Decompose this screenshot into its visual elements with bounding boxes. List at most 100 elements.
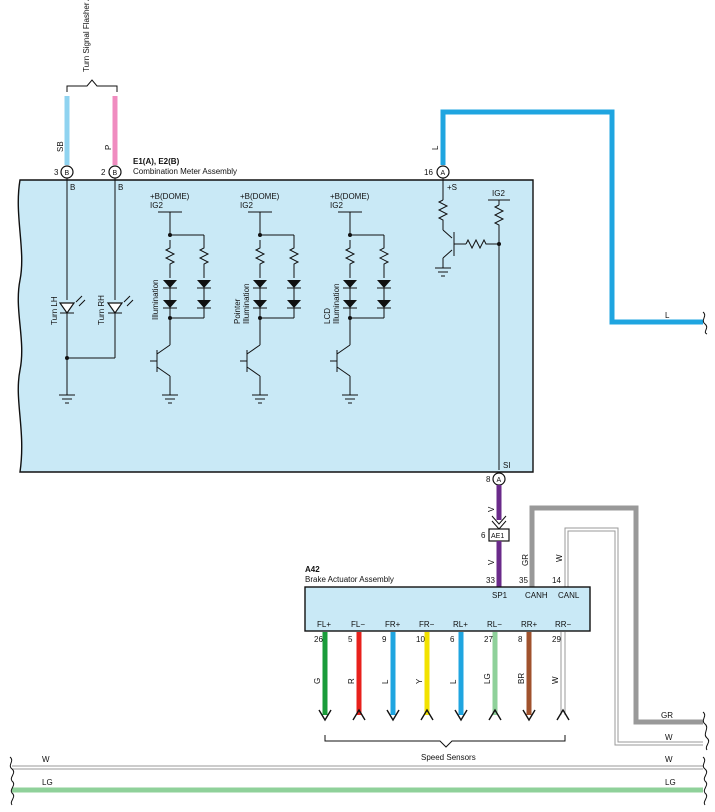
- p-conn-letter: B: [113, 170, 118, 177]
- turn-lamp-circuit: [58, 178, 134, 404]
- meter-connector-ids: E1(A), E2(B): [133, 157, 180, 166]
- turn-lh-label: Turn LH: [50, 296, 59, 325]
- sensor-arrow-down-0: [318, 709, 332, 722]
- actuator-pin-6: 8: [518, 635, 523, 644]
- v-lower-label: V: [487, 559, 496, 565]
- actuator-pin-2: 9: [382, 635, 387, 644]
- flasher-bracket: [66, 79, 118, 92]
- brake-actuator-box: [304, 586, 591, 632]
- sensor-arrow-down-6: [522, 709, 536, 722]
- speed-output-circuit: [435, 178, 510, 470]
- bottom-right-wire-break: [702, 756, 708, 806]
- actuator-pin-5: 27: [484, 635, 493, 644]
- l-wire-top-label: L: [431, 145, 440, 150]
- gr-wire: [529, 505, 703, 725]
- speed-sensors-label: Speed Sensors: [421, 753, 476, 762]
- actuator-top-term-0: SP1: [492, 591, 508, 600]
- p-wire-label: P: [104, 145, 113, 150]
- actuator-top-pin-1: 35: [519, 576, 528, 585]
- actuator-term-4: RL+: [453, 620, 468, 629]
- sensor-wire-label-7: W: [551, 676, 560, 684]
- group1-label1: Illumination: [151, 280, 160, 320]
- group3-label2: Illumination: [332, 284, 341, 324]
- group1-supply2: IG2: [150, 201, 163, 210]
- w-wire-outline-inner: [567, 530, 703, 746]
- si-terminal: SI: [503, 461, 511, 470]
- group3-supply1: +B(DOME): [330, 192, 370, 201]
- bottom-lg-left-label: LG: [42, 778, 53, 787]
- sensor-arrow-up-3: [420, 708, 434, 721]
- actuator-top-term-2: CANL: [558, 591, 580, 600]
- p-pin-number: 2: [101, 168, 106, 177]
- actuator-bottom-terminals: FL+26GFL−5RFR+9LFR−10YRL+6LRL−27LGRR+8BR…: [313, 620, 572, 722]
- sb-conn-letter: B: [65, 170, 70, 177]
- si-pin-number: 8: [486, 475, 491, 484]
- actuator-pin-0: 26: [314, 635, 323, 644]
- actuator-term-1: FL−: [351, 620, 365, 629]
- l-pin-number: 16: [424, 168, 433, 177]
- l-wire-right-label: L: [665, 311, 670, 320]
- sensor-wire-label-0: G: [313, 678, 322, 684]
- sb-wire-label: SB: [56, 141, 65, 152]
- sensor-arrow-up-5: [488, 708, 502, 721]
- sensor-arrow-up-1: [352, 708, 366, 721]
- actuator-term-3: FR−: [419, 620, 435, 629]
- l-wire-break: [702, 311, 708, 335]
- sensor-wire-label-5: LG: [483, 673, 492, 684]
- right-wire-break: [702, 711, 710, 751]
- bottom-w-right-label: W: [665, 755, 673, 764]
- meter-name: Combination Meter Assembly: [133, 167, 237, 176]
- sensor-wire-label-4: L: [449, 679, 458, 684]
- bottom-w-left-label: W: [42, 755, 50, 764]
- actuator-pin-3: 10: [416, 635, 425, 644]
- actuator-term-7: RR−: [555, 620, 572, 629]
- illumination-group-1: [150, 211, 211, 404]
- gr-right-label: GR: [661, 711, 673, 720]
- l-terminal: +S: [447, 183, 457, 192]
- w-right-label: W: [665, 733, 673, 742]
- junction-pin: 6: [481, 531, 486, 540]
- turn-rh-label: Turn RH: [97, 295, 106, 325]
- w-top-label: W: [555, 554, 564, 562]
- illumination-group-3: [330, 211, 391, 404]
- actuator-name: Brake Actuator Assembly: [305, 575, 394, 584]
- sensor-arrow-down-4: [454, 709, 468, 722]
- sb-pin-number: 3: [54, 168, 59, 177]
- illumination-group-2: [240, 211, 301, 404]
- actuator-pin-4: 6: [450, 635, 455, 644]
- sensor-wire-label-3: Y: [415, 678, 424, 684]
- sensor-wire-label-1: R: [347, 678, 356, 684]
- p-terminal: B: [118, 183, 123, 192]
- group2-supply1: +B(DOME): [240, 192, 280, 201]
- sb-terminal: B: [70, 183, 75, 192]
- actuator-pin-7: 29: [552, 635, 561, 644]
- group2-supply2: IG2: [240, 201, 253, 210]
- group1-supply1: +B(DOME): [150, 192, 190, 201]
- actuator-term-0: FL+: [317, 620, 331, 629]
- si-conn-letter: A: [497, 477, 502, 484]
- v-upper-label: V: [487, 506, 496, 512]
- actuator-term-5: RL−: [487, 620, 502, 629]
- group2-label2: Illumination: [242, 284, 251, 324]
- l-conn-letter: A: [441, 170, 446, 177]
- group2-label1: Pointer: [233, 298, 242, 324]
- flasher-label: Turn Signal Flasher Assembly: [82, 0, 91, 72]
- sensor-wire-label-2: L: [381, 679, 390, 684]
- actuator-term-6: RR+: [521, 620, 538, 629]
- combination-meter-panel: [17, 179, 534, 473]
- ig2-label: IG2: [492, 189, 505, 198]
- actuator-pin-1: 5: [348, 635, 353, 644]
- bottom-lg-right-label: LG: [665, 778, 676, 787]
- actuator-top-term-1: CANH: [525, 591, 548, 600]
- left-wire-break: [9, 756, 15, 806]
- group3-label1: LCD: [323, 308, 332, 324]
- speed-sensors-bracket: [324, 735, 566, 748]
- actuator-top-pin-2: 14: [552, 576, 561, 585]
- gr-top-label: GR: [521, 554, 530, 566]
- sensor-arrow-up-7: [556, 708, 570, 721]
- junction-id: AE1: [491, 533, 504, 540]
- actuator-top-pin-0: 33: [486, 576, 495, 585]
